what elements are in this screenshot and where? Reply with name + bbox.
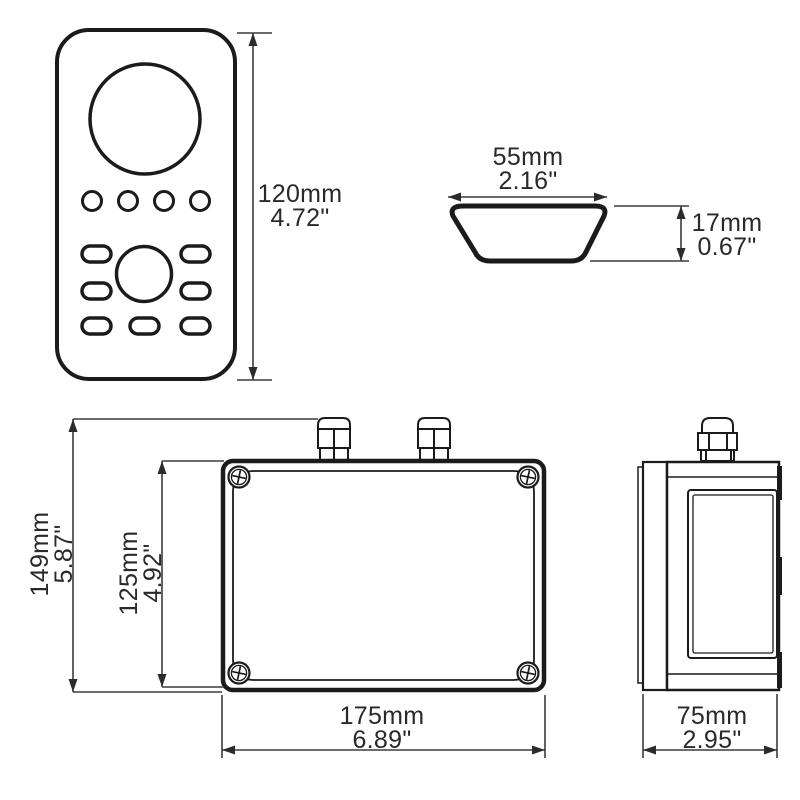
- remote-indicator-buttons: [81, 190, 211, 212]
- enclosure-body-side: [665, 460, 781, 692]
- screw-icon: [516, 661, 540, 685]
- dimension-mm-value: 75mm: [676, 702, 748, 730]
- dimension-label-box-total-height: 149mm 5.87": [26, 494, 78, 614]
- enclosure-lid-inner-line: [232, 470, 535, 681]
- dimension-label-box-width: 175mm 6.89": [330, 702, 434, 754]
- screw-icon: [516, 465, 540, 489]
- dimension-mm-value: 55mm: [492, 143, 564, 171]
- dimension-inch-value: 5.87": [50, 524, 78, 584]
- screw-icon: [227, 661, 251, 685]
- dimension-label-box-depth: 75mm 2.95": [658, 702, 766, 754]
- mounting-tabs: [777, 466, 782, 688]
- remote-center-button: [114, 244, 174, 304]
- dimension-mm-value: 125mm: [115, 530, 143, 616]
- dimension-inch-value: 4.92": [139, 543, 167, 603]
- dimension-lines: [68, 32, 778, 758]
- remote-body: [55, 28, 237, 381]
- dimension-inch-value: 2.16": [498, 167, 558, 195]
- enclosure-lid-outline: [220, 458, 547, 693]
- dimension-inch-value: 4.72": [270, 204, 330, 232]
- dimension-inch-value: 6.89": [352, 726, 412, 754]
- lid-side-profile: [641, 460, 669, 692]
- dimension-label-remote-side-width: 55mm 2.16": [478, 143, 578, 195]
- remote-keypad-buttons: [80, 244, 212, 336]
- remote-side-profile: [449, 203, 608, 264]
- dimension-inch-value: 0.67": [697, 233, 757, 261]
- dimension-mm-value: 17mm: [691, 209, 763, 237]
- recessed-panel-inner: [692, 494, 774, 654]
- dimension-mm-value: 120mm: [257, 180, 343, 208]
- cable-gland-icon: [317, 417, 351, 462]
- cable-gland-icon: [697, 417, 738, 462]
- dimension-mm-value: 149mm: [26, 511, 54, 597]
- enclosure-front-view: [220, 417, 547, 693]
- dimension-label-remote-height: 120mm 4.72": [252, 180, 348, 232]
- dimension-inch-value: 2.95": [682, 726, 742, 754]
- screw-icon: [227, 465, 251, 489]
- remote-dial: [88, 62, 202, 176]
- dimension-label-box-lid-height: 125mm 4.92": [115, 513, 167, 633]
- remote-front-view: [55, 28, 237, 381]
- enclosure-side-view: [637, 417, 782, 692]
- cable-gland-icon: [417, 417, 451, 462]
- dimension-mm-value: 175mm: [339, 702, 425, 730]
- dimension-label-remote-side-height: 17mm 0.67": [688, 209, 766, 261]
